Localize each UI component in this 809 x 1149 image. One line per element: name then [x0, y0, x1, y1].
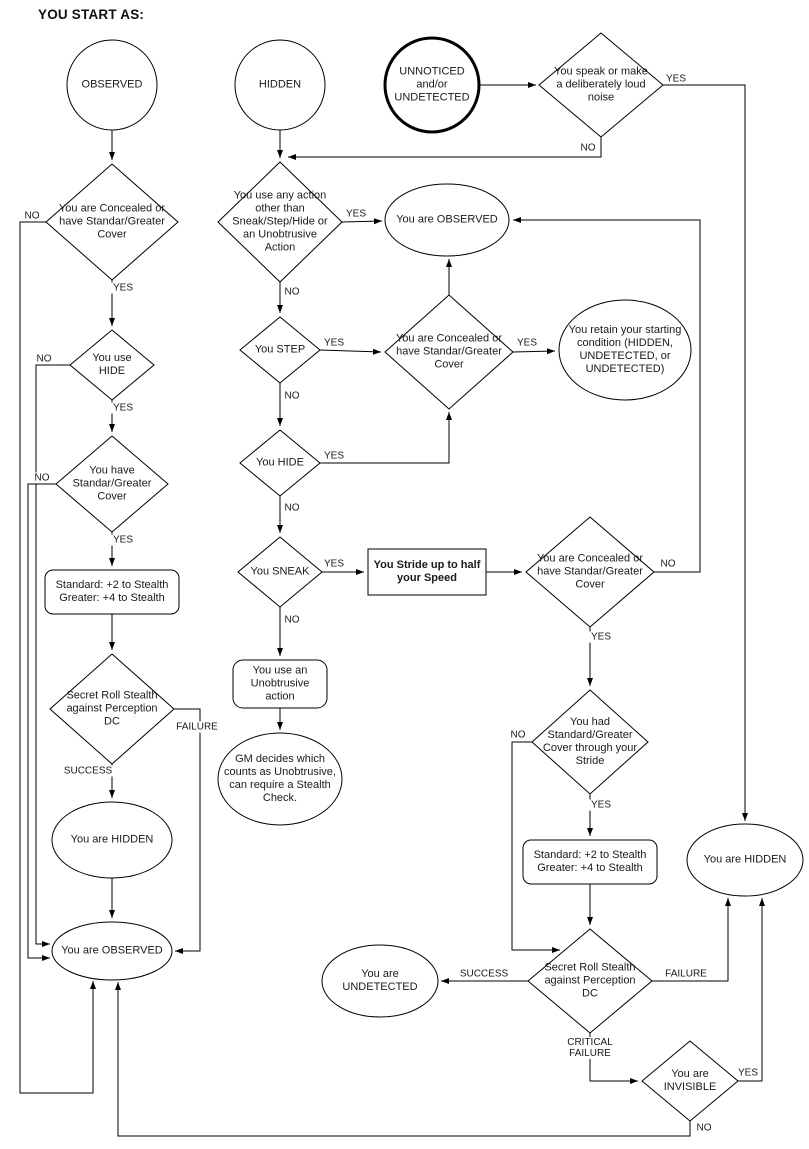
edge-invisible-no	[115, 982, 691, 1137]
diagram-title: YOU START AS:	[38, 7, 145, 22]
shape-m-step-diamond	[239, 316, 321, 384]
shape-observed-start-circle	[66, 39, 158, 131]
edge-l3-no	[27, 483, 56, 961]
shape-l-use-hide-diamond	[69, 329, 155, 401]
shape-loud-noise-diamond	[538, 32, 664, 138]
shape-r-bonus-box	[522, 839, 658, 885]
shape-l-concealed-diamond	[45, 163, 179, 281]
edge-l2-no	[35, 364, 70, 947]
shape-l-secret-roll-diamond	[49, 653, 175, 765]
shape-invisible-diamond	[641, 1040, 739, 1122]
shape-m-other-action-diamond	[217, 161, 343, 283]
shape-l-observed-ellipse	[51, 921, 173, 981]
edge-loudnoise-yes	[663, 84, 748, 821]
shape-r-hidden-ellipse	[686, 823, 804, 897]
edge-r2-no	[511, 741, 560, 953]
shape-retain-ellipse	[558, 299, 692, 401]
edge-invisible-yes	[738, 898, 765, 1082]
shape-l-have-cover-diamond	[55, 435, 169, 533]
shape-m-sneak-diamond	[237, 536, 323, 608]
edge-r1-no	[513, 217, 701, 573]
shape-unnoticed-start-circle	[383, 36, 481, 134]
edge-loudnoise-no	[288, 137, 602, 160]
shape-gm-decides-ellipse	[217, 732, 343, 826]
shape-m-concealed-diamond	[384, 294, 514, 410]
shape-undetected-ellipse	[321, 944, 439, 1018]
shape-r-concealed-diamond	[525, 516, 655, 628]
shape-m-observed-ellipse	[384, 183, 510, 257]
edge-m2-yes	[319, 348, 382, 355]
shape-hidden-start-circle	[234, 39, 326, 131]
shape-m-hide-diamond	[239, 429, 321, 497]
shape-l-hidden-ellipse	[51, 801, 173, 879]
edge-r3-failure	[652, 898, 731, 982]
shape-unobtrusive-box	[232, 659, 328, 709]
edge-l4-failure	[174, 708, 201, 954]
edge-r3-critical-failure	[589, 1033, 638, 1084]
shape-stride-box	[367, 548, 487, 596]
edge-l1-no	[19, 221, 96, 1094]
shape-r-cover-stride-diamond	[531, 689, 649, 795]
edge-m1-yes	[341, 218, 383, 225]
edge-m3-yes	[512, 348, 556, 355]
shape-l-bonus-box	[44, 569, 180, 615]
edge-m4-yes	[320, 412, 452, 464]
shape-r-secret-roll-diamond	[527, 928, 653, 1034]
